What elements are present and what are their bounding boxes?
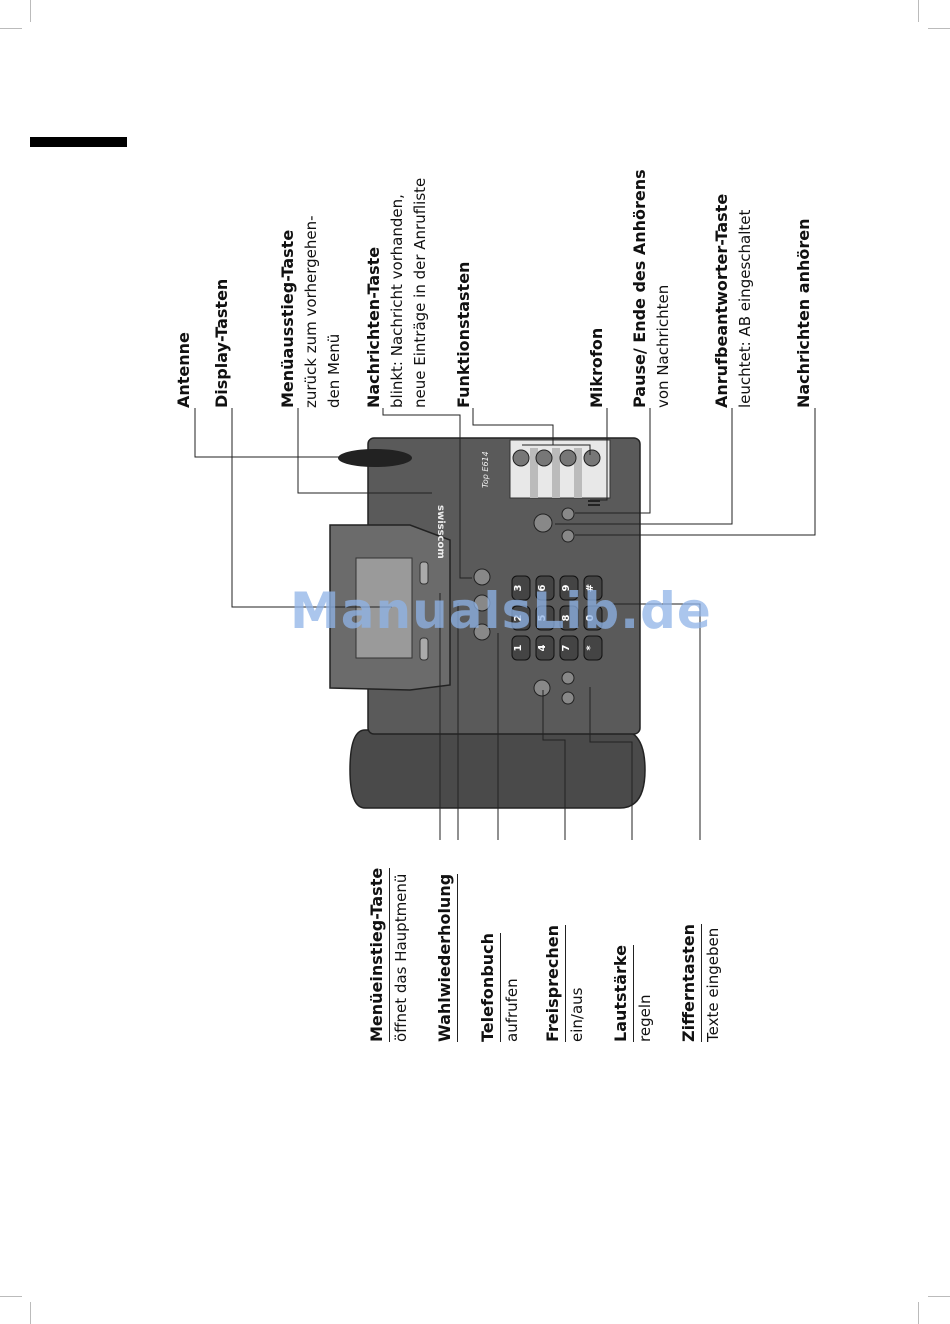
label-desc: neue Einträge in der Anrufliste (411, 177, 429, 408)
section-marker-bar (30, 137, 127, 147)
keypad-key (559, 605, 579, 631)
keypad-key-label: 8 (561, 614, 572, 621)
keypad-key-label: # (585, 584, 596, 592)
phone-brand: swisscom (435, 505, 446, 559)
label-antenne: Antenne (172, 332, 196, 408)
phone-model: Top E614 (481, 451, 490, 488)
keypad-key-label: 1 (513, 644, 524, 651)
label-telefonbuch: Telefonbuch aufrufen (476, 932, 524, 1042)
label-zifferntasten: Zifferntasten Texte eingeben (677, 923, 725, 1042)
crop-mark (30, 0, 31, 22)
crop-mark (928, 1296, 950, 1297)
label-title: Display-Tasten (212, 278, 231, 408)
label-desc: blinkt: Nachricht vorhanden, (388, 194, 406, 408)
label-title: Nachrichten-Taste (364, 246, 383, 408)
keypad: 1 2 3 4 5 6 7 8 9 * 0 # (511, 575, 603, 661)
label-title: Menüausstieg-Taste (278, 229, 297, 408)
label-title: Freisprechen (541, 925, 566, 1042)
crop-mark (918, 0, 919, 22)
label-anrufbeantworter: Anrufbeantworter-Taste leuchtet: AB eing… (710, 194, 757, 408)
keypad-key-label: 5 (537, 614, 548, 621)
keypad-key (559, 575, 579, 601)
label-funktionstasten: Funktionstasten (452, 262, 476, 408)
label-desc: ein/aus (568, 987, 586, 1042)
keypad-key (583, 635, 603, 661)
label-nachrichten-taste: Nachrichten-Taste blinkt: Nachricht vorh… (362, 178, 432, 408)
keypad-key-label: 4 (537, 644, 548, 651)
crop-mark (918, 1302, 919, 1324)
label-wahlwiederholung: Wahlwiederholung (433, 873, 458, 1042)
label-title: Anrufbeantworter-Taste (712, 193, 731, 408)
keypad-key (535, 605, 555, 631)
watermark: ManualsLib.de (290, 582, 712, 640)
label-title: Mikrofon (587, 327, 606, 408)
keypad-key (511, 635, 531, 661)
keypad-key (535, 635, 555, 661)
crop-mark (30, 1302, 31, 1324)
keypad-key (583, 575, 603, 601)
keypad-key-label: 9 (561, 584, 572, 591)
label-menueausstieg: Menüausstieg-Taste zurück zum vorhergehe… (276, 215, 346, 408)
label-title: Telefonbuch (476, 932, 501, 1042)
label-desc: von Nachrichten (654, 284, 672, 408)
keypad-key (511, 605, 531, 631)
crop-mark (928, 28, 950, 29)
label-display-tasten: Display-Tasten (210, 279, 234, 408)
keypad-key-label: 3 (513, 584, 524, 591)
label-title: Menüeinstieg-Taste (365, 867, 390, 1042)
label-desc: regeln (636, 994, 654, 1043)
label-mikrofon: Mikrofon (585, 328, 609, 408)
label-menueeinstieg: Menüeinstieg-Taste öffnet das Hauptmenü (365, 867, 413, 1042)
keypad-key (535, 575, 555, 601)
keypad-key-label: 0 (585, 614, 596, 621)
label-title: Nachrichten anhören (794, 218, 813, 408)
keypad-key-label: * (585, 645, 596, 651)
keypad-key (559, 635, 579, 661)
keypad-key-label: 7 (561, 644, 572, 651)
label-desc: aufrufen (503, 978, 521, 1042)
phone-illustration: swisscom Top E614 1 2 3 4 5 6 7 8 9 * 0 # (329, 437, 646, 809)
label-desc: leuchtet: AB eingeschaltet (736, 209, 754, 408)
label-desc: den Menü (325, 333, 343, 408)
keypad-key (583, 605, 603, 631)
label-desc: Texte eingeben (704, 927, 722, 1042)
keypad-key (511, 575, 531, 601)
label-title: Funktionstasten (454, 261, 473, 408)
label-title: Pause/ Ende des Anhörens (630, 169, 649, 408)
keypad-key-label: 2 (513, 614, 524, 621)
crop-mark (0, 1296, 22, 1297)
label-lautstaerke: Lautstärke regeln (609, 945, 657, 1042)
crop-mark (0, 28, 22, 29)
label-nachrichten-anhoeren: Nachrichten anhören (792, 219, 816, 408)
label-pause: Pause/ Ende des Anhörens von Nachrichten (628, 169, 675, 408)
label-desc: zurück zum vorhergehen- (302, 215, 320, 408)
keypad-key-label: 6 (537, 584, 548, 591)
label-title: Zifferntasten (677, 923, 702, 1042)
label-title: Antenne (174, 332, 193, 408)
label-title: Wahlwiederholung (433, 873, 458, 1042)
label-desc: öffnet das Hauptmenü (392, 873, 410, 1042)
label-title: Lautstärke (609, 945, 634, 1042)
label-freisprechen: Freisprechen ein/aus (541, 925, 589, 1042)
